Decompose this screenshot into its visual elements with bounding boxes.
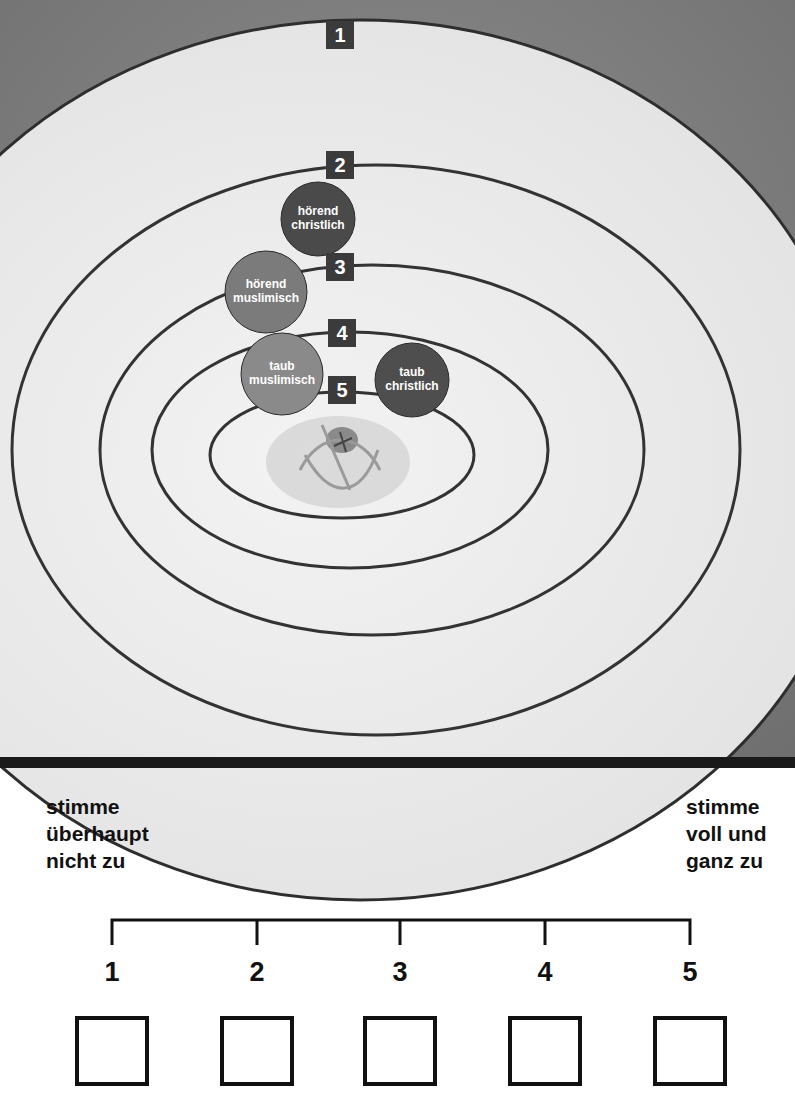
sticker-disc — [225, 251, 307, 333]
ring-number-box: 2 — [326, 151, 354, 179]
ring-number-box: 1 — [326, 21, 354, 49]
center-blur — [266, 416, 410, 508]
likert-scale — [77, 920, 725, 1084]
center-picture — [266, 416, 410, 508]
sticker-text-block: taub muslimisch — [249, 360, 315, 388]
center-figure — [300, 425, 380, 490]
ring-two — [12, 165, 740, 735]
sticker-label: hörend muslimisch — [233, 278, 299, 306]
center-mark — [334, 432, 352, 452]
scale-tick — [399, 920, 402, 945]
scale-anchor-low: stimme überhaupt nicht zu — [46, 794, 186, 875]
scale-tick — [256, 920, 259, 945]
ring-number-box: 3 — [326, 253, 354, 281]
scale-tick — [544, 920, 547, 945]
scale-value: 4 — [515, 958, 575, 988]
ring-outer — [0, 20, 795, 900]
sticker-circle: taub muslimisch — [240, 332, 324, 416]
answer-checkbox — [222, 1018, 292, 1084]
divider-bar — [0, 757, 795, 768]
sticker-label: hörend christlich — [291, 205, 344, 233]
ring-number: 3 — [334, 257, 345, 277]
sticker-text-block: hörend muslimisch — [233, 278, 299, 306]
ring-number-box: 5 — [328, 376, 356, 404]
ring-number: 1 — [334, 25, 345, 45]
answer-checkbox — [77, 1018, 147, 1084]
ring-five — [210, 392, 474, 518]
sticker-circle: taub christlich — [374, 342, 450, 418]
sticker-text-block: taub christlich — [385, 366, 438, 394]
sticker-disc — [241, 333, 323, 415]
ring-number: 2 — [334, 155, 345, 175]
sticker-text-block: hörend christlich — [291, 205, 344, 233]
scale-value: 2 — [227, 958, 287, 988]
answer-checkbox — [365, 1018, 435, 1084]
ring-number-box: 4 — [328, 319, 356, 347]
scale-anchor-high: stimme voll und ganz zu — [686, 794, 786, 875]
answer-checkbox — [655, 1018, 725, 1084]
sticker-label: taub christlich — [385, 366, 438, 394]
sticker-circle: hörend christlich — [280, 181, 356, 257]
ring-four — [152, 332, 548, 568]
sticker-circle: hörend muslimisch — [224, 250, 308, 334]
sticker-disc — [375, 343, 449, 417]
scale-line — [112, 920, 690, 945]
answer-checkbox — [510, 1018, 580, 1084]
sticker-disc — [281, 182, 355, 256]
ring-number: 4 — [336, 323, 347, 343]
ring-number: 5 — [336, 380, 347, 400]
ring-three — [100, 265, 644, 635]
scale-value: 5 — [660, 958, 720, 988]
scale-value: 1 — [82, 958, 142, 988]
sticker-label: taub muslimisch — [249, 360, 315, 388]
scale-value: 3 — [370, 958, 430, 988]
